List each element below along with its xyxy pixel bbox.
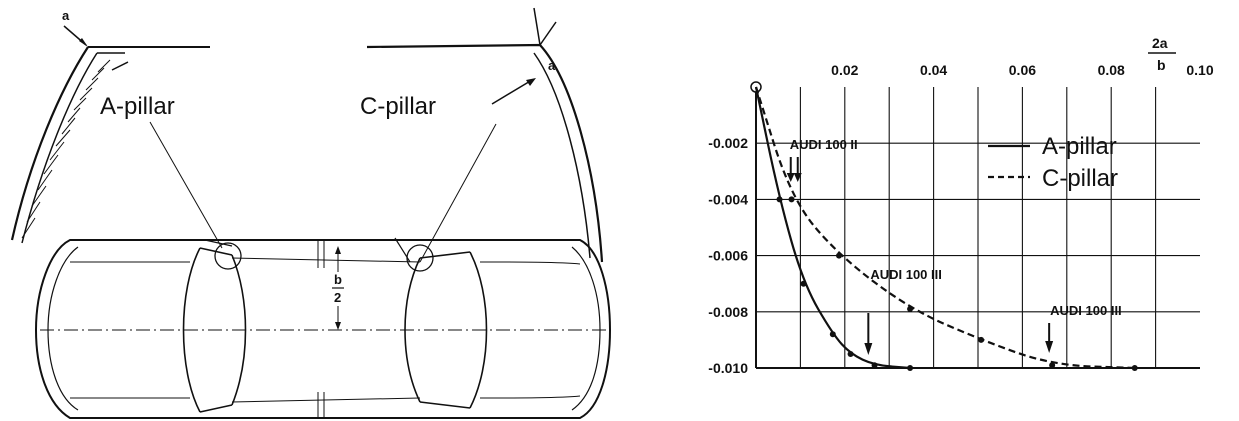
x-axis-label-numerator: 2a [1152,35,1168,51]
data-point [907,365,914,371]
annotation-label: AUDI 100 III [1050,303,1122,318]
data-point [978,336,985,343]
a-pillar-label: A-pillar [100,93,175,120]
legend-a-pillar: A-pillar [1042,133,1117,160]
legend-c-pillar: C-pillar [1042,165,1118,192]
x-axis-label-denominator: b [1157,57,1166,73]
c-radius-label: a [548,58,556,73]
data-point [907,305,914,312]
c-pillar-label: C-pillar [360,93,436,120]
x-tick-labels: 0.02 0.04 0.06 0.08 0.10 [831,62,1214,78]
data-point [1131,365,1138,371]
data-point [829,331,836,338]
chart-legend: A-pillar C-pillar [988,133,1118,192]
x-tick-label: 0.06 [1009,62,1036,78]
annotation-arrowhead [793,173,802,182]
chart-points [776,196,1138,371]
annotation-arrowhead [864,343,873,355]
car-top-view: b 2 [34,237,612,419]
data-point [871,362,878,369]
y-tick-label: -0.006 [708,248,748,264]
x-tick-label: 0.08 [1098,62,1125,78]
half-width-denominator: 2 [334,290,341,305]
a-pillar-hatching [21,59,111,239]
data-point [836,252,843,259]
chart-series [754,86,1135,370]
x-tick-label: 0.02 [831,62,858,78]
y-tick-label: -0.008 [708,304,748,320]
a-radius-label: a [62,8,70,23]
c-pillar-detail: a C-pillar [360,7,604,263]
y-tick-label: -0.004 [708,191,748,207]
annotation-arrowhead [786,173,795,182]
annotation-label: AUDI 100 II [790,137,858,152]
x-tick-label: 0.10 [1186,62,1213,78]
y-tick-labels: -0.002 -0.004 -0.006 -0.008 -0.010 [708,135,748,376]
data-point [776,196,783,203]
annotation-label: AUDI 100 III [870,267,942,282]
series-c-pillar-line [754,86,1135,370]
data-point [1049,362,1056,369]
data-point [847,350,854,357]
y-tick-label: -0.002 [708,135,748,151]
series-a-pillar-line [754,86,911,370]
annotation-arrowhead [1045,341,1054,353]
chart-grid [750,81,1200,369]
x-tick-label: 0.04 [920,62,947,78]
data-point [800,280,807,287]
a-pillar-detail: a A-pillar [10,8,223,249]
y-tick-label: -0.010 [708,360,748,376]
half-width-numerator: b [334,272,342,287]
data-point [788,196,795,203]
chart-annotations: AUDI 100 II AUDI 100 III AUDI 100 III [786,137,1122,355]
